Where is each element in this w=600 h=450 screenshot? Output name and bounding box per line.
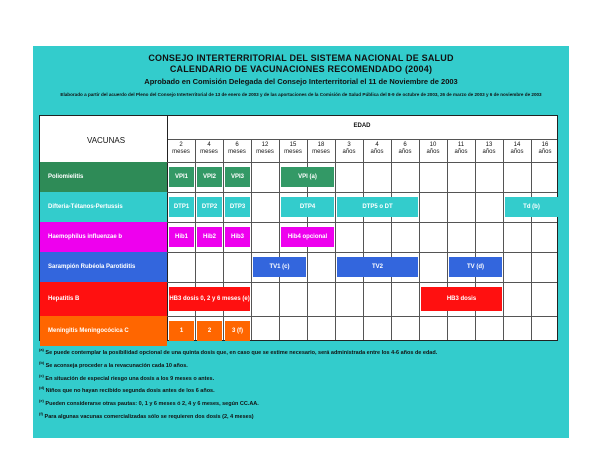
row-divider — [40, 192, 557, 193]
vaccine-name: Sarampión Rubéola Parotiditis — [40, 252, 167, 282]
column-divider — [279, 140, 280, 340]
subtitle: Elaborado a partir del acuerdo del Pleno… — [60, 92, 542, 97]
column-divider — [531, 140, 532, 340]
dose-cell: 1 — [169, 321, 194, 341]
column-divider — [447, 140, 448, 340]
dose-cell: TV1 (c) — [253, 257, 306, 277]
dose-cell: TV2 — [337, 257, 418, 277]
dose-cell: Hib2 — [197, 227, 222, 247]
column-divider — [391, 140, 392, 340]
dose-cell: DTP3 — [225, 197, 250, 217]
dose-cell: DTP2 — [197, 197, 222, 217]
footnote: (c) En situación de especial riesgo una … — [39, 372, 215, 382]
dose-cell: Td (b) — [505, 197, 558, 217]
footnotes: (a) Se puede contemplar la posibilidad o… — [39, 345, 559, 422]
vaccine-name: Poliomielitis — [40, 162, 167, 192]
vacunas-header: VACUNAS — [86, 136, 126, 145]
row-divider — [40, 282, 557, 283]
dose-cell: HB3 dosis — [421, 287, 502, 311]
dose-cell: VPI2 — [197, 167, 222, 187]
row-divider — [40, 222, 557, 223]
column-divider — [475, 140, 476, 340]
column-divider — [503, 140, 504, 340]
dose-cell: VPI3 — [225, 167, 250, 187]
edad-divider — [167, 139, 557, 140]
dose-cell: HB3 dosis 0, 2 y 6 meses (e) — [169, 287, 250, 311]
footnote: (b) Se aconseja proceder a la revacunaci… — [39, 359, 188, 369]
column-divider — [167, 116, 168, 340]
column-divider — [223, 140, 224, 340]
footnote: (d) Niños que no hayan recibido segunda … — [39, 385, 215, 395]
vaccine-name: Meningitis Meningocócica C — [40, 316, 167, 346]
column-divider — [251, 140, 252, 340]
vaccine-name: Hepatitis B — [40, 282, 167, 316]
vaccine-name: Difteria-Tétanos-Pertussis — [40, 192, 167, 222]
title-line-1: CONSEJO INTERTERRITORIAL DEL SISTEMA NAC… — [148, 53, 454, 63]
footnote: (f) Para algunas vacunas comercializadas… — [39, 411, 254, 420]
row-divider — [40, 162, 557, 163]
column-divider — [363, 140, 364, 340]
title-line-3: Aprobado en Comisión Delegada del Consej… — [144, 77, 458, 86]
column-divider — [335, 140, 336, 340]
dose-cell: Hib4 opcional — [281, 227, 334, 247]
dose-cell: DTP4 — [281, 197, 334, 217]
dose-cell: DTP5 o DT — [337, 197, 418, 217]
footnote: (a) Se puede contemplar la posibilidad o… — [39, 347, 438, 356]
title-line-2: CALENDARIO DE VACUNACIONES RECOMENDADO (… — [169, 64, 433, 74]
column-divider — [195, 140, 196, 340]
dose-cell: 3 (f) — [225, 321, 250, 341]
dose-cell: 2 — [197, 321, 222, 341]
vaccine-name: Haemophilus influenzae b — [40, 222, 167, 252]
dose-cell: VPI1 — [169, 167, 194, 187]
dose-cell: DTP1 — [169, 197, 194, 217]
dose-cell: Hib1 — [169, 227, 194, 247]
footnote: (e) Pueden considerarse otras pautas: 0,… — [39, 398, 259, 408]
row-divider — [40, 316, 557, 317]
vaccination-calendar: CONSEJO INTERTERRITORIAL DEL SISTEMA NAC… — [33, 46, 569, 438]
dose-cell: Hib3 — [225, 227, 250, 247]
dose-cell: VPI (a) — [281, 167, 334, 187]
dose-cell: TV (d) — [449, 257, 502, 277]
edad-header: EDAD — [353, 123, 371, 129]
row-divider — [40, 252, 557, 253]
column-divider — [419, 140, 420, 340]
